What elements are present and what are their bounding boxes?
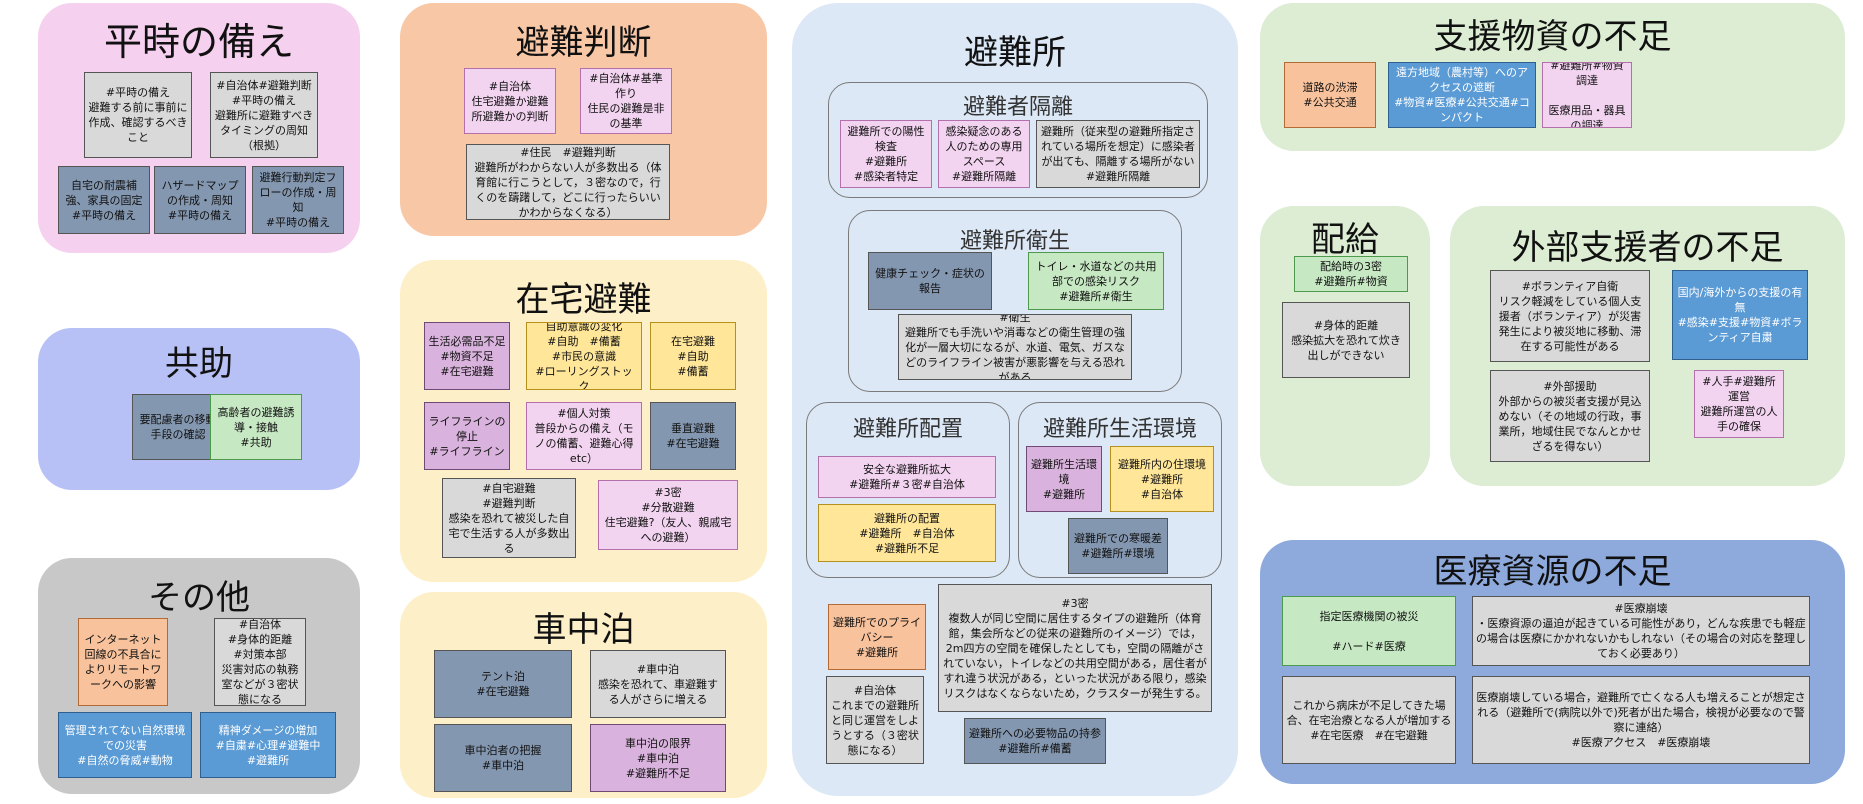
note-s2: #自治体 #身体的距離 #対策本部 災害対応の執務室などが３密状態になる <box>214 618 306 706</box>
note-s4: 精神ダメージの増加 #自粛#心理#避難中 #避難所 <box>200 712 336 778</box>
subgroup-title-kakuri: 避難者隔離 <box>962 95 1073 120</box>
subgroup-title-eisei: 避難所衛生 <box>959 229 1070 254</box>
note-z5: #個人対策 普段からの備え（モノの備蓄、避難心得etc） <box>526 402 642 470</box>
note-r2: #医療崩壊 ・医療資源の逼迫が起きている可能性があり，どんな疾患でも軽症の場合は… <box>1472 596 1810 666</box>
note-j3: #住民 #避難判断 避難所がわからない人が多数出る（体育館に行こうとして，３密な… <box>466 144 670 220</box>
group-title-haikyu: 配給 <box>1311 220 1379 260</box>
group-title-zaitaku: 在宅避難 <box>515 280 652 320</box>
note-r4: 医療崩壊している場合，避難所で亡くなる人も増えることが想定される（避難所で(病院… <box>1472 676 1810 764</box>
note-v1: 避難所生活環境 #避難所 <box>1026 446 1102 512</box>
note-v3: 避難所での寒暖差 #避難所#環境 <box>1068 518 1168 574</box>
note-g3: #外部援助 外部からの被災者支援が見込めない（その地域の行政，事業所，地域住民で… <box>1490 370 1650 462</box>
note-z4: ライフラインの停止 #ライフライン <box>424 402 510 470</box>
note-m2: #3密 複数人が同じ空間に居住するタイプの避難所（体育館，集会所などの従来の避難… <box>938 584 1212 712</box>
subgroup-title-haichi: 避難所配置 <box>852 417 963 442</box>
note-e2: トイレ・水道などの共用部での感染リスク #避難所#衛生 <box>1028 252 1164 310</box>
subgroup-eisei: 避難所衛生 <box>848 210 1182 392</box>
note-b3: #避難所#物資調達 医療用品・器具の調達 <box>1542 62 1632 128</box>
note-p1: 安全な避難所拡大 #避難所#３密#自治体 <box>818 456 996 498</box>
note-z8: #3密 #分散避難 住宅避難?（友人、親戚宅への避難） <box>598 480 738 550</box>
note-q1: 配給時の3密 #避難所#物資 <box>1294 256 1408 292</box>
subgroup-seikatsu: 避難所生活環境 <box>1018 402 1222 578</box>
note-c4: 車中泊の限界 #車中泊 #避難所不足 <box>590 724 726 792</box>
note-h5: 避難行動判定フローの作成・周知 #平時の備え <box>252 166 344 234</box>
note-r1: 指定医療機関の被災 #ハード#医療 <box>1282 596 1456 666</box>
note-e1: 健康チェック・症状の報告 <box>868 252 992 310</box>
note-e3: #衛生 避難所でも手洗いや消毒などの衛生管理の強化が一層大切になるが、水道、電気… <box>898 314 1132 380</box>
note-k1: 要配慮者の移動手段の確認 <box>132 394 224 460</box>
note-c3: 車中泊者の把握 #車中泊 <box>434 724 572 792</box>
note-v2: 避難所内の住環境 #避難所 #自治体 <box>1110 446 1214 512</box>
note-z2: 自助意識の変化 #自助 #備蓄 #市民の意識 #ローリングストック <box>526 322 642 390</box>
note-h4: ハザードマップの作成・周知 #平時の備え <box>154 166 246 234</box>
note-s3: 管理されてない自然環境での災害 #自然の脅威#動物 <box>58 712 192 778</box>
group-title-shachuhaku: 車中泊 <box>532 610 635 650</box>
note-m4: 避難所への必要物品の持参 #避難所#備蓄 <box>964 718 1106 764</box>
note-c2: #車中泊 感染を恐れて、車避難する人がさらに増える <box>590 650 726 718</box>
note-g4: #人手#避難所運営 避難所運営の人手の確保 <box>1694 370 1784 438</box>
note-g2: 国内/海外からの支援の有無 #感染#支援#物資#ボランティア自粛 <box>1672 270 1808 360</box>
note-s1: インターネット回線の不具合によりリモートワークへの影響 <box>78 618 168 706</box>
note-m3: #自治体 これまでの避難所と同じ運営をしようとする（３密状態になる） <box>826 676 924 764</box>
note-j2: #自治体#基準作り 住民の避難是非の基準 <box>580 68 672 134</box>
note-z7: #自宅避難 #避難判断 感染を恐れて被災した自宅で生活する人が多数出る <box>442 478 576 558</box>
note-h2: #自治体#避難判断#平時の備え 避難所に避難すべきタイミングの周知（根拠） <box>210 72 318 158</box>
note-g1: #ボランティア自衛 リスク軽減をしている個人支援者（ボランティア）が災害発生によ… <box>1490 270 1650 362</box>
note-h1: #平時の備え 避難する前に事前に作成、確認するべきこと <box>84 72 192 158</box>
group-title-iryo: 医療資源の不足 <box>1433 552 1672 592</box>
group-title-heiji: 平時の備え <box>103 20 294 64</box>
note-b2: 遠方地域（農村等）へのアクセスの遮断 #物資#医療#公共交通#コンパクト <box>1388 62 1536 128</box>
note-r3: これから病床が不足してきた場合、在宅治療となる人が増加する #在宅医療 #在宅避… <box>1282 676 1456 764</box>
subgroup-title-seikatsu: 避難所生活環境 <box>1042 417 1197 442</box>
note-z1: 生活必需品不足 #物資不足 #在宅避難 <box>424 322 510 390</box>
note-q2: #身体的距離 感染拡大を恐れて炊き出しができない <box>1282 302 1410 378</box>
note-z3: 在宅避難 #自助 #備蓄 <box>650 322 736 390</box>
group-title-gaibu: 外部支援者の不足 <box>1511 228 1784 268</box>
note-a1: 避難所での陽性検査 #避難所 #感染者特定 <box>840 120 932 188</box>
note-z6: 垂直避難 #在宅避難 <box>650 402 736 470</box>
note-b1: 道路の渋滞 #公共交通 <box>1284 62 1376 128</box>
subgroup-kakuri: 避難者隔離 <box>828 82 1208 198</box>
group-title-sonota: その他 <box>148 578 250 618</box>
note-a2: 感染疑念のある人のための専用スペース #避難所隔離 <box>938 120 1030 188</box>
note-p2: 避難所の配置 #避難所 #自治体 #避難所不足 <box>818 504 996 562</box>
note-k2: 高齢者の避難誘導・接触 #共助 <box>210 394 302 460</box>
note-a3: 避難所（従来型の避難所指定されている場所を想定）に感染者が出ても、隔離する場所が… <box>1036 120 1200 188</box>
note-m1: 避難所でのプライバシー #避難所 <box>828 604 926 670</box>
note-h3: 自宅の耐震補強、家具の固定 #平時の備え <box>58 166 150 234</box>
note-j1: #自治体 住宅避難か避難所避難かの判断 <box>464 68 556 134</box>
group-title-kyojo: 共助 <box>165 344 233 384</box>
group-title-shien-busshi: 支援物資の不足 <box>1433 17 1672 57</box>
group-title-hinanjo: 避難所 <box>964 33 1066 73</box>
group-title-hinan-handan: 避難判断 <box>515 23 652 63</box>
subgroup-haichi: 避難所配置 <box>806 402 1010 578</box>
note-c1: テント泊 #在宅避難 <box>434 650 572 718</box>
